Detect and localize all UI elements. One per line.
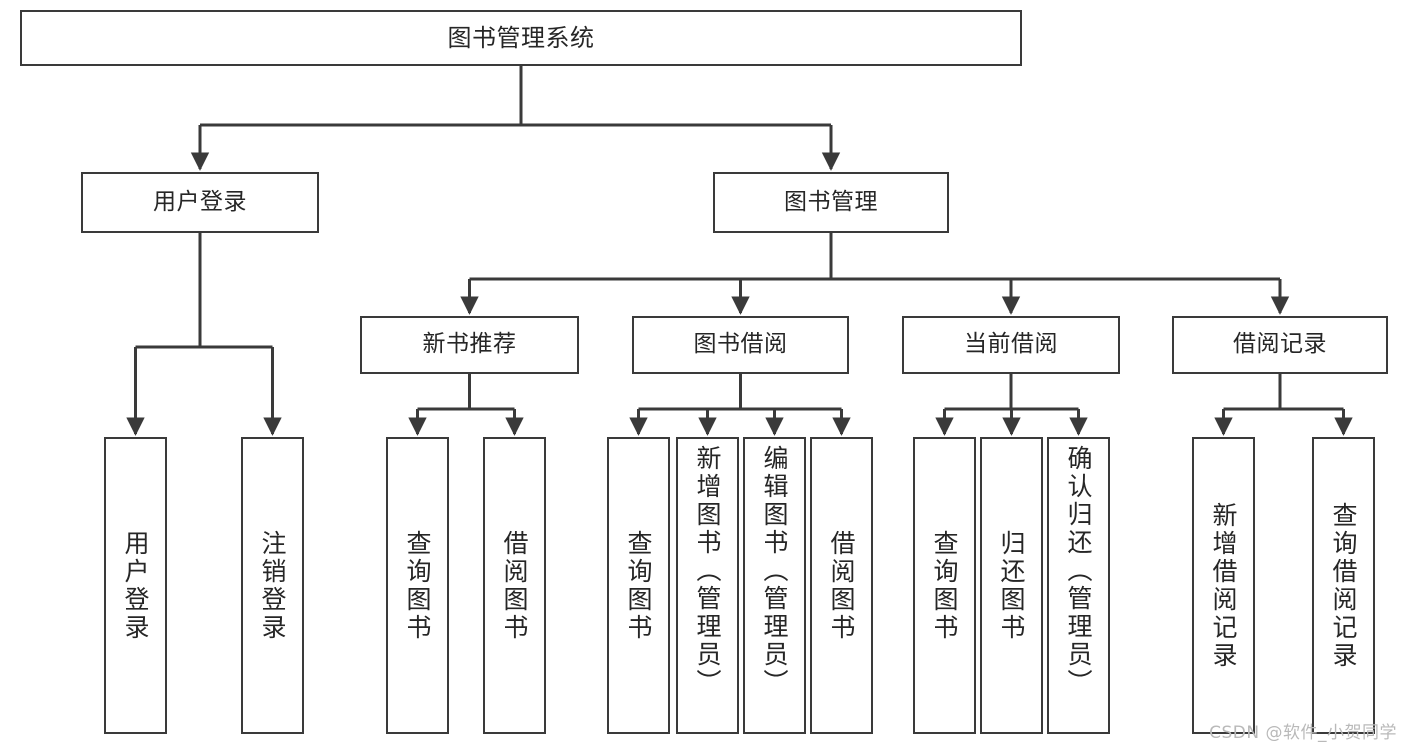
node-leaf-radd[interactable]: 新增借阅记录 — [1192, 437, 1255, 734]
node-leaf-user-login[interactable]: 用户登录 — [104, 437, 167, 734]
node-label: 查询图书 — [624, 529, 653, 642]
node-label: 查询图书 — [403, 529, 432, 642]
node-root[interactable]: 图书管理系统 — [20, 10, 1022, 66]
node-records[interactable]: 借阅记录 — [1172, 316, 1388, 374]
node-leaf-cconfirm[interactable]: 确认归还（管理员） — [1047, 437, 1110, 734]
node-label: 新增借阅记录 — [1209, 501, 1238, 670]
node-leaf-user-logout[interactable]: 注销登录 — [241, 437, 304, 734]
node-leaf-creturn[interactable]: 归还图书 — [980, 437, 1043, 734]
node-label: 归还图书 — [997, 529, 1026, 642]
node-label: 确认归还（管理员） — [1064, 445, 1093, 697]
node-label: 借阅图书 — [500, 529, 529, 642]
node-label: 新书推荐 — [422, 331, 517, 358]
node-label: 当前借阅 — [964, 331, 1058, 358]
node-leaf-new-borrow[interactable]: 借阅图书 — [483, 437, 546, 734]
node-newbook[interactable]: 新书推荐 — [360, 316, 579, 374]
node-leaf-bedit[interactable]: 编辑图书（管理员） — [743, 437, 806, 734]
node-label: 借阅记录 — [1233, 331, 1327, 358]
node-label: 图书管理 — [784, 188, 878, 215]
node-borrow[interactable]: 图书借阅 — [632, 316, 849, 374]
node-label: 注销登录 — [258, 529, 287, 642]
watermark-label: CSDN @软件_小贺同学 — [1209, 723, 1397, 743]
node-label: 借阅图书 — [827, 529, 856, 642]
node-label: 查询图书 — [930, 529, 959, 642]
node-label: 用户登录 — [121, 529, 150, 642]
node-login[interactable]: 用户登录 — [81, 172, 319, 233]
node-leaf-rquery[interactable]: 查询借阅记录 — [1312, 437, 1375, 734]
node-current[interactable]: 当前借阅 — [902, 316, 1120, 374]
node-label: 查询借阅记录 — [1329, 501, 1358, 670]
node-leaf-bq[interactable]: 查询图书 — [607, 437, 670, 734]
node-label: 新增图书（管理员） — [693, 445, 722, 697]
node-leaf-new-query[interactable]: 查询图书 — [386, 437, 449, 734]
node-bookmgmt[interactable]: 图书管理 — [713, 172, 949, 233]
node-label: 用户登录 — [153, 188, 247, 215]
node-leaf-cq[interactable]: 查询图书 — [913, 437, 976, 734]
node-leaf-badd[interactable]: 新增图书（管理员） — [676, 437, 739, 734]
node-label: 图书借阅 — [693, 331, 788, 358]
node-label: 编辑图书（管理员） — [760, 445, 789, 697]
node-label: 图书管理系统 — [447, 23, 595, 52]
node-leaf-bborrow[interactable]: 借阅图书 — [810, 437, 873, 734]
